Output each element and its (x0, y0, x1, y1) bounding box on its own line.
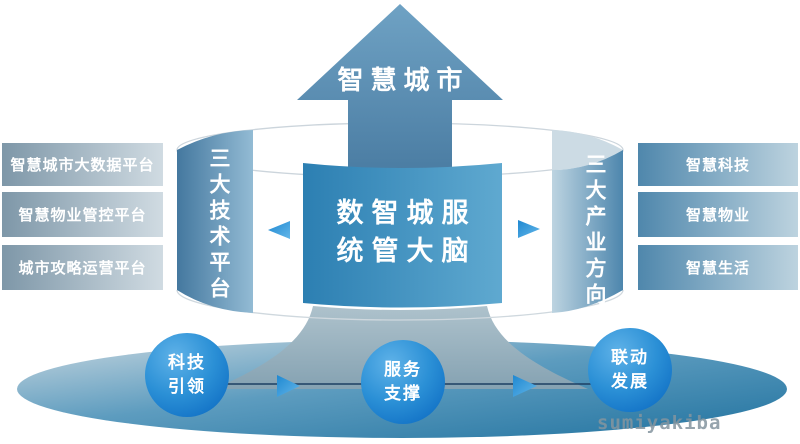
circle-line1: 科技 (168, 353, 206, 372)
cylinder-bottom-rim (176, 289, 624, 321)
title-smart-city: 智慧城市 (337, 65, 470, 95)
circle-technology-leading: 科技 引领 (145, 333, 229, 417)
right-box-label: 智慧物业 (685, 207, 750, 224)
left-box-city-operation-platform: 城市攻略运营平台 (2, 245, 163, 290)
right-box-label: 智慧科技 (685, 157, 750, 174)
center-panel-line1: 数智城服 (336, 198, 477, 228)
right-box-smart-property: 智慧物业 (638, 192, 798, 237)
up-arrow-shape (297, 4, 503, 170)
flow-arrow-right-icon (277, 375, 300, 397)
circle-line1: 联动 (611, 348, 649, 367)
right-box-label: 智慧生活 (685, 260, 750, 277)
center-panel-shape (303, 163, 502, 308)
pointer-right-icon (518, 220, 540, 238)
left-box-label: 城市攻略运营平台 (18, 260, 147, 277)
left-band-label: 三大技术平台 (207, 147, 230, 303)
watermark-text: sumiyakiba (597, 412, 722, 434)
left-box-label: 智慧物业管控平台 (18, 207, 147, 224)
right-band-label: 三大产业方向 (583, 153, 606, 309)
circle-line2: 发展 (611, 372, 649, 391)
circle-line2: 支撑 (384, 384, 422, 403)
circle-service-support: 服务 支撑 (361, 340, 445, 424)
right-box-smart-life: 智慧生活 (638, 245, 798, 290)
left-box-label: 智慧城市大数据平台 (10, 157, 155, 174)
right-box-smart-technology: 智慧科技 (638, 143, 798, 186)
circle-line2: 引领 (168, 377, 206, 396)
pointer-left-icon (268, 221, 290, 239)
left-box-bigdata-platform: 智慧城市大数据平台 (2, 143, 163, 186)
circle-line1: 服务 (384, 360, 422, 379)
left-band-shape (177, 130, 253, 313)
center-panel-title: 数智城服 统管大脑 (303, 194, 502, 270)
left-box-property-platform: 智慧物业管控平台 (2, 192, 163, 237)
flow-arrow-right-icon (513, 375, 537, 397)
center-panel-line2: 统管大脑 (336, 236, 477, 266)
right-band-shape (552, 150, 623, 313)
circle-linkage-development: 联动 发展 (588, 328, 672, 412)
right-band-inner-face (552, 130, 623, 170)
